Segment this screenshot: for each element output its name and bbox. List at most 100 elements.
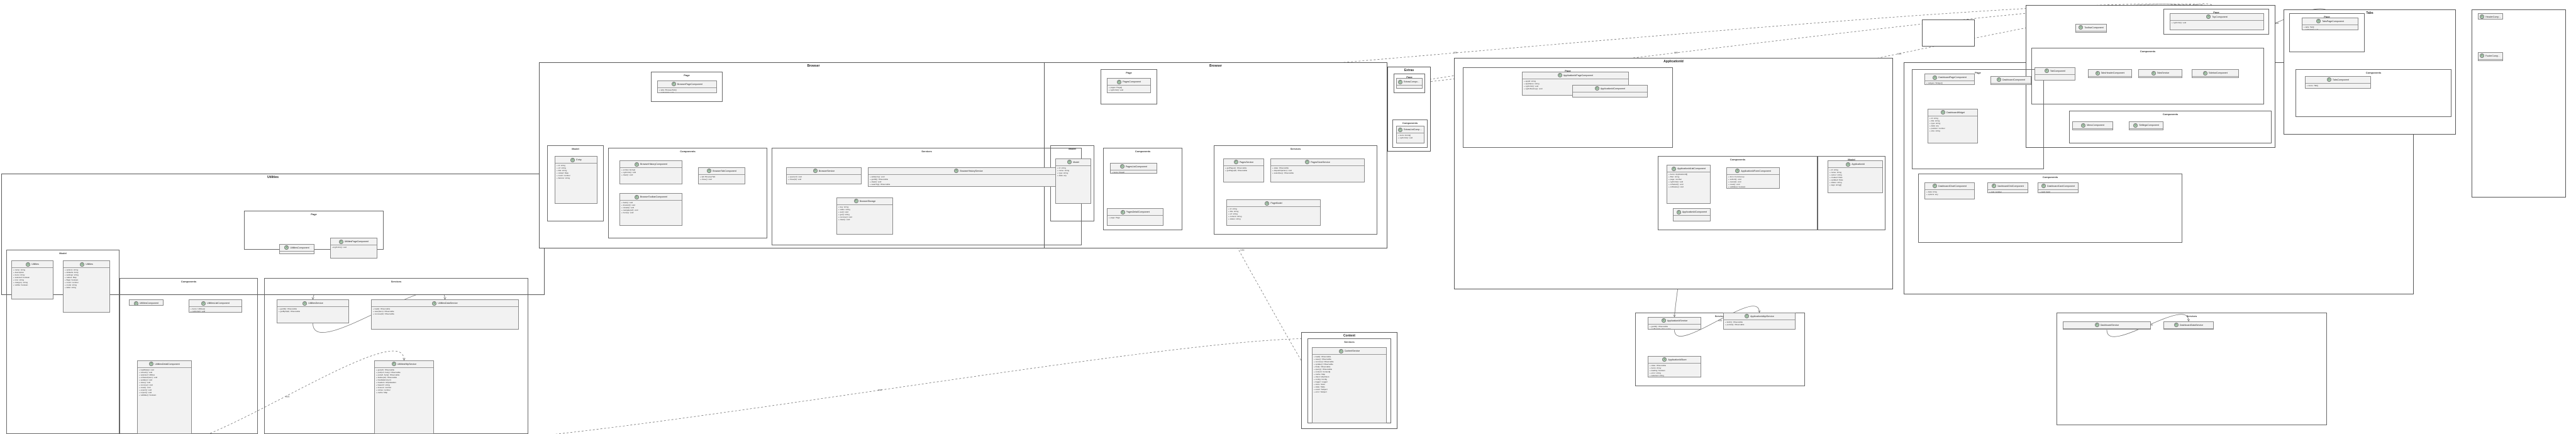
- class-c-icon: C: [303, 301, 308, 306]
- class-c-icon: C: [1662, 357, 1667, 362]
- class-members: + card: Card: [2038, 190, 2078, 192]
- class-members: + options: string+ defaults: Array+ sett…: [64, 268, 109, 289]
- class-c-icon: C: [1117, 79, 1122, 84]
- class-name: DashboardGridComponent: [1997, 184, 2024, 187]
- subgroup-title: Components: [1135, 149, 1151, 153]
- class-c-icon: C: [201, 301, 206, 306]
- class-c-icon: C: [2316, 19, 2321, 24]
- class-members: + state: Observable+ items: Array+ loadi…: [1648, 364, 1701, 377]
- class-members: + get(url): Observable+ post(url, body):…: [375, 368, 433, 394]
- class-name: BrowserStorage: [859, 199, 876, 203]
- class-c-icon: C: [1557, 73, 1562, 78]
- subgroup-title: Components: [2365, 71, 2382, 75]
- edge-label: use: [1453, 51, 1458, 54]
- class-c-icon: C: [1661, 318, 1666, 323]
- subgroup-page: Page: [1394, 74, 1425, 94]
- class-members: + loadData(): void+ refresh(): void+ sel…: [138, 368, 191, 397]
- subgroup-title: Components: [2042, 175, 2058, 179]
- class-name: Model: [1073, 160, 1079, 164]
- package-title: Extras: [1404, 68, 1414, 72]
- class-c-icon: C: [813, 169, 818, 174]
- package-item-10: [2472, 9, 2566, 198]
- package-browser-2: Browser: [1044, 62, 1387, 249]
- class-members: + open(url): void+ close(id): void: [787, 175, 861, 181]
- class-box-footer-component[interactable]: CFooterComponent: [2478, 52, 2503, 61]
- class-c-icon: C: [2079, 25, 2084, 30]
- subgroup-title: Components: [2140, 49, 2156, 53]
- subgroup-title: Page: [2213, 10, 2219, 14]
- edge-label: use: [1674, 51, 1679, 54]
- subgroup-components: Components: [1392, 119, 1428, 148]
- edge-label: use: [878, 388, 882, 391]
- class-box-header-component[interactable]: CHeaderComponent: [2478, 13, 2503, 20]
- class-member: + ngOnInit(): void: [1728, 188, 1778, 189]
- subgroup-model: Model: [1818, 156, 1885, 230]
- subgroup-components: Components: [2031, 47, 2264, 104]
- class-c-icon: C: [1745, 314, 1750, 319]
- class-c-icon: C: [2326, 77, 2331, 82]
- class-box-extras-list-component[interactable]: CExtrasListComponent+ items: Extra[]+ ng…: [1396, 126, 1424, 143]
- class-c-icon: C: [1996, 77, 2001, 82]
